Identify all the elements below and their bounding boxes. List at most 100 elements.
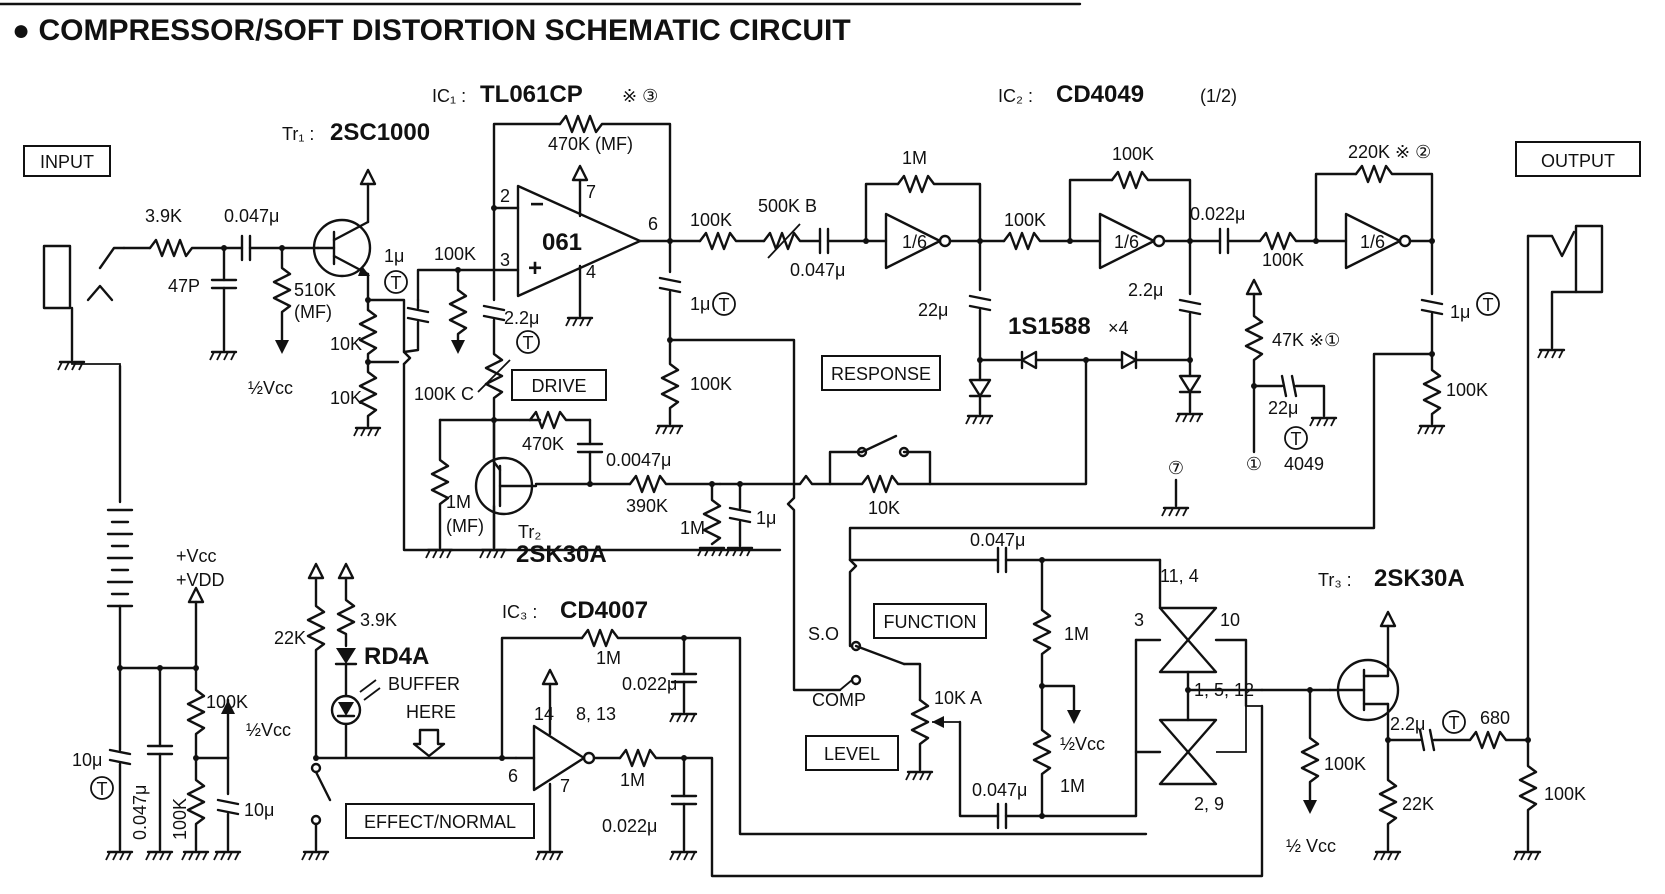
label-390k: 390K xyxy=(626,496,668,516)
transistor-tr1 xyxy=(312,218,372,278)
tr2-prefix: Tr₂ xyxy=(518,522,541,542)
label-470k-tr2: 470K xyxy=(522,434,564,454)
pin-4: 4 xyxy=(586,262,596,282)
inverter-1-label: 1/6 xyxy=(902,232,927,252)
ic2-suffix: (1/2) xyxy=(1200,86,1237,106)
opamp-plus: + xyxy=(528,255,542,282)
label-1u-right: 1μ xyxy=(1450,302,1470,322)
analog-switch-lower xyxy=(1158,718,1218,786)
label-3-9k-led: 3.9K xyxy=(360,610,397,630)
diode-d4 xyxy=(1178,374,1202,394)
resistor-100k-gnd xyxy=(660,338,680,426)
label-1u-t: 1μ xyxy=(384,246,404,266)
buffer-here-arrow xyxy=(412,728,446,758)
pot-100k-c xyxy=(484,318,504,550)
label-0022u: 0.022μ xyxy=(1190,204,1245,224)
label-500kb: 500K B xyxy=(758,196,817,216)
pot-500kb[interactable] xyxy=(762,231,822,251)
label-10ka: 10K A xyxy=(934,688,982,708)
label-vdd: +VDD xyxy=(176,570,225,590)
label-0047u-bat: 0.047μ xyxy=(130,785,150,840)
effect-normal-label-box: EFFECT/NORMAL xyxy=(345,803,535,839)
label-100k-gnd: 100K xyxy=(690,374,732,394)
label-1u-tr2: 1μ xyxy=(756,508,776,528)
resistor-390k xyxy=(628,474,722,494)
label-1m-ic3a: 1M xyxy=(596,648,621,668)
zener-rd4a xyxy=(336,648,356,664)
label-470k-fb: 470K (MF) xyxy=(548,134,633,154)
svg-text:FUNCTION: FUNCTION xyxy=(884,612,977,632)
resistor-3-9k-led xyxy=(336,576,356,648)
pot-10ka[interactable] xyxy=(910,698,930,772)
label-diode-x4: ×4 xyxy=(1108,318,1129,338)
tantalum-mark-7: T xyxy=(1449,713,1460,733)
pin-7: 7 xyxy=(586,182,596,202)
label-100k-d: 100K xyxy=(1262,250,1304,270)
resistor-1m-ic3b xyxy=(618,748,686,768)
opamp-minus: − xyxy=(530,191,544,218)
pin-2: 2 xyxy=(500,186,510,206)
label-3-9k: 3.9K xyxy=(145,206,182,226)
battery xyxy=(106,364,134,608)
label-10u-b: 10μ xyxy=(244,800,274,820)
label-1m-f: 1M xyxy=(1064,624,1089,644)
label-rd4a: RD4A xyxy=(364,643,429,670)
label-1m-f2: 1M xyxy=(1060,776,1085,796)
tantalum-mark-4: T xyxy=(1483,295,1494,315)
label-vcc: +Vcc xyxy=(176,546,217,566)
ic1-part: TL061CP xyxy=(480,81,583,108)
label-pin-7: ⑦ xyxy=(1168,458,1184,478)
pin-3: 3 xyxy=(500,250,510,270)
tr2-part: 2SK30A xyxy=(516,541,607,568)
tr1-prefix: Tr₁ : xyxy=(282,124,314,144)
tr3-part: 2SK30A xyxy=(1374,565,1465,592)
resistor-470k-fb xyxy=(558,114,672,243)
label-0047u-g: 0.047μ xyxy=(972,780,1027,800)
transistor-tr3 xyxy=(1328,658,1400,722)
label-100k-in: 100K xyxy=(434,244,476,264)
svg-text:EFFECT/NORMAL: EFFECT/NORMAL xyxy=(364,812,516,832)
resistor-1m-gnd xyxy=(702,482,722,546)
resistor-470k-tr2 xyxy=(528,410,592,430)
resistor-1m-ic2a xyxy=(896,174,982,243)
resistor-680 xyxy=(1432,730,1530,750)
label-0022u-a: 0.022μ xyxy=(622,674,677,694)
output-label-box: OUTPUT xyxy=(1515,141,1641,177)
diode-d1 xyxy=(968,378,992,398)
resistor-100k-in xyxy=(448,268,468,342)
resistor-100k-bat2 xyxy=(186,756,206,852)
response-switch[interactable] xyxy=(860,434,898,454)
ic2-part: CD4049 xyxy=(1056,81,1144,108)
response-label-box: RESPONSE xyxy=(821,355,941,391)
cap-1u-out xyxy=(658,276,682,284)
resistor-100k-right xyxy=(1422,352,1442,426)
label-00047u: 0.0047μ xyxy=(606,450,671,470)
cap-2-2u-b xyxy=(1178,298,1202,306)
tr1-part: 2SC1000 xyxy=(330,119,430,146)
label-comp: COMP xyxy=(812,690,866,710)
cap-10u-b xyxy=(216,798,240,806)
label-10k-a: 10K xyxy=(330,334,362,354)
label-22k: 22K xyxy=(274,628,306,648)
label-22k-tr3: 22K xyxy=(1402,794,1434,814)
label-1m-mf: 1M xyxy=(446,492,471,512)
label-100k-c: 100K xyxy=(1112,144,1154,164)
cap-10u xyxy=(108,748,132,756)
cap-2-2u-in xyxy=(482,304,506,312)
function-switch[interactable] xyxy=(854,644,906,666)
opamp-ic1-body: 061 xyxy=(542,229,582,256)
resistor-1m-f2 xyxy=(1032,684,1052,818)
label-47k: 47K ※① xyxy=(1272,330,1340,350)
resistor-3-9k xyxy=(148,238,226,258)
svg-text:DRIVE: DRIVE xyxy=(531,376,586,396)
label-buffer: BUFFER xyxy=(388,674,460,694)
diode-d3 xyxy=(1120,350,1138,370)
effect-normal-switch[interactable] xyxy=(314,770,332,802)
tantalum-mark-5: T xyxy=(1291,429,1302,449)
pin-8-13: 8, 13 xyxy=(576,704,616,724)
input-jack xyxy=(42,244,126,372)
resistor-100k-bat xyxy=(186,666,206,760)
label-so: S.O xyxy=(808,624,839,644)
label-4049: 4049 xyxy=(1284,454,1324,474)
